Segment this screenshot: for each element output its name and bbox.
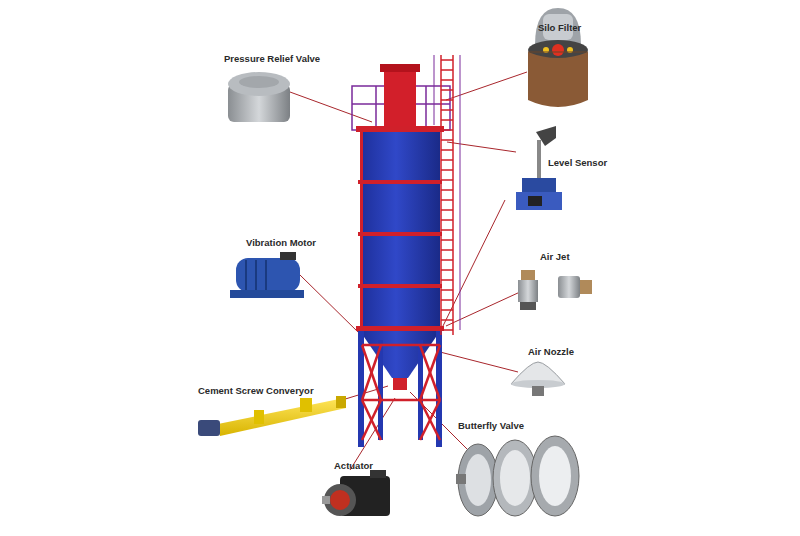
part-label: Level Sensor: [548, 158, 607, 168]
part-label: Air Nozzle: [528, 347, 574, 357]
screw-conveyor-picture: [198, 396, 346, 436]
part-label: Actuator: [334, 461, 373, 471]
actuator-picture: [322, 470, 390, 516]
pressure-relief-valve-picture: [228, 72, 290, 122]
butterfly-valve-picture: [456, 436, 579, 516]
part-label: Silo Filter: [538, 23, 581, 33]
part-label: Butterfly Valve: [458, 421, 524, 431]
part-label: Pressure Relief Valve: [224, 54, 320, 64]
part-label: Cement Screw Converyor: [198, 386, 314, 396]
air-jet-picture: [518, 270, 592, 310]
part-label: Air Jet: [540, 252, 570, 262]
air-nozzle-picture: [511, 362, 565, 396]
silo: [352, 55, 460, 447]
part-label: Vibration Motor: [246, 238, 316, 248]
vibration-motor-picture: [230, 252, 304, 298]
silo-filter-picture: [528, 8, 588, 107]
